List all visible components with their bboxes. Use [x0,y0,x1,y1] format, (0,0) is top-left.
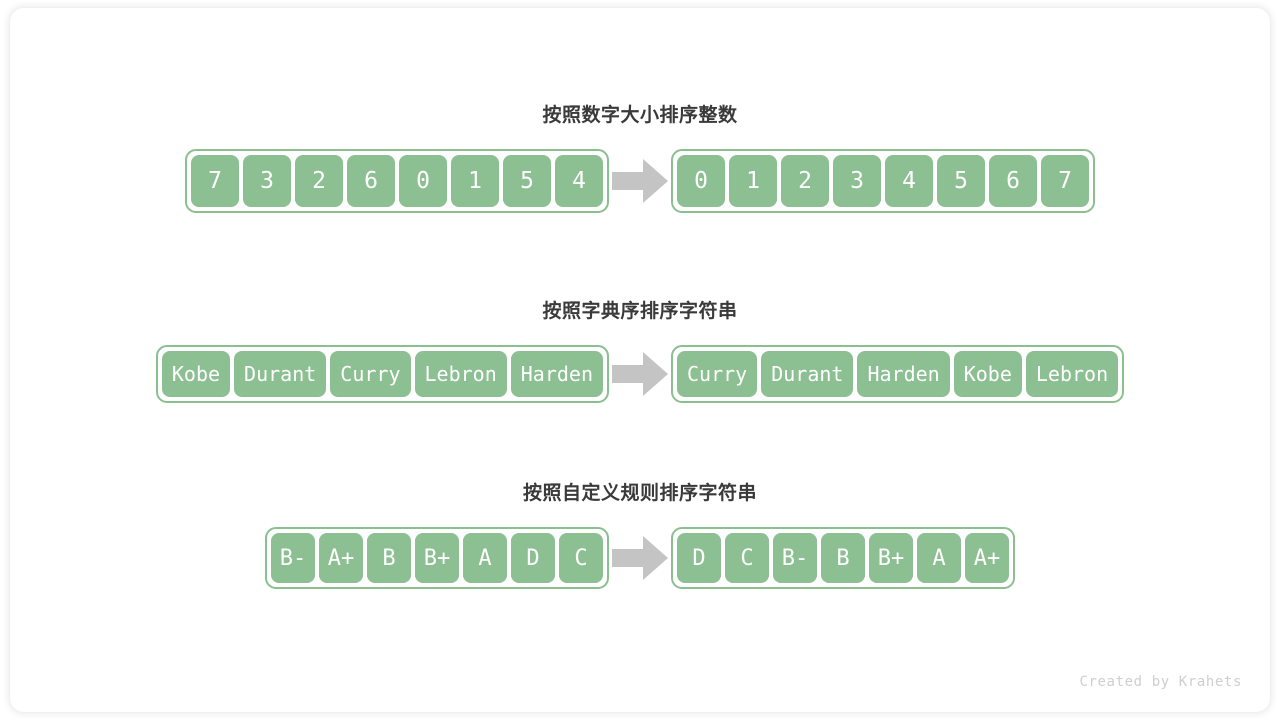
array-cell: 1 [451,155,499,207]
array-cell: B [367,533,411,583]
array-cell: 4 [885,155,933,207]
array-cell: Durant [234,351,327,397]
array-cell: 0 [677,155,725,207]
array-cell: B+ [869,533,913,583]
array-cell: Harden [857,351,950,397]
section-title-integers: 按照数字大小排序整数 [542,105,738,126]
array-cell: 7 [191,155,239,207]
array-cell: A+ [319,533,363,583]
credit-footer: Created by Krahets [1079,674,1242,690]
array-cell: 1 [729,155,777,207]
array-cell: A+ [965,533,1009,583]
right-arrow-icon [609,530,671,586]
array-cell: A [917,533,961,583]
array-cell: Harden [510,351,603,397]
array-cell: Kobe [953,351,1022,397]
section-title-strings-custom-rule: 按照自定义规则排序字符串 [522,483,757,504]
array-cell: D [511,533,555,583]
array-cell: C [725,533,769,583]
array-cell: 5 [937,155,985,207]
array-cell: 4 [555,155,603,207]
array-cell: 2 [295,155,343,207]
right-arrow-icon [609,153,671,209]
array-cell: Kobe [161,351,231,397]
array-cell: 3 [833,155,881,207]
array-cell: 2 [781,155,829,207]
array-cell: Curry [330,351,411,397]
array-cell: Durant [761,351,854,397]
right-arrow-icon [609,346,671,402]
array-cell: 5 [503,155,551,207]
array-cell: B+ [415,533,459,583]
array-cell: B [821,533,865,583]
array-cell: B- [773,533,817,583]
array-cell: C [559,533,603,583]
array-cell: 6 [989,155,1037,207]
array-cell: 6 [347,155,395,207]
array-cell: 0 [399,155,447,207]
section-title-strings-lexicographic: 按照字典序排序字符串 [542,301,738,322]
array-cell: A [463,533,507,583]
array-cell: Curry [677,351,758,397]
array-cell: 3 [243,155,291,207]
array-cell: D [677,533,721,583]
array-cell: Lebron [414,351,507,397]
array-cell: 7 [1041,155,1089,207]
array-cell: B- [271,533,315,583]
array-cell: Lebron [1025,351,1119,397]
